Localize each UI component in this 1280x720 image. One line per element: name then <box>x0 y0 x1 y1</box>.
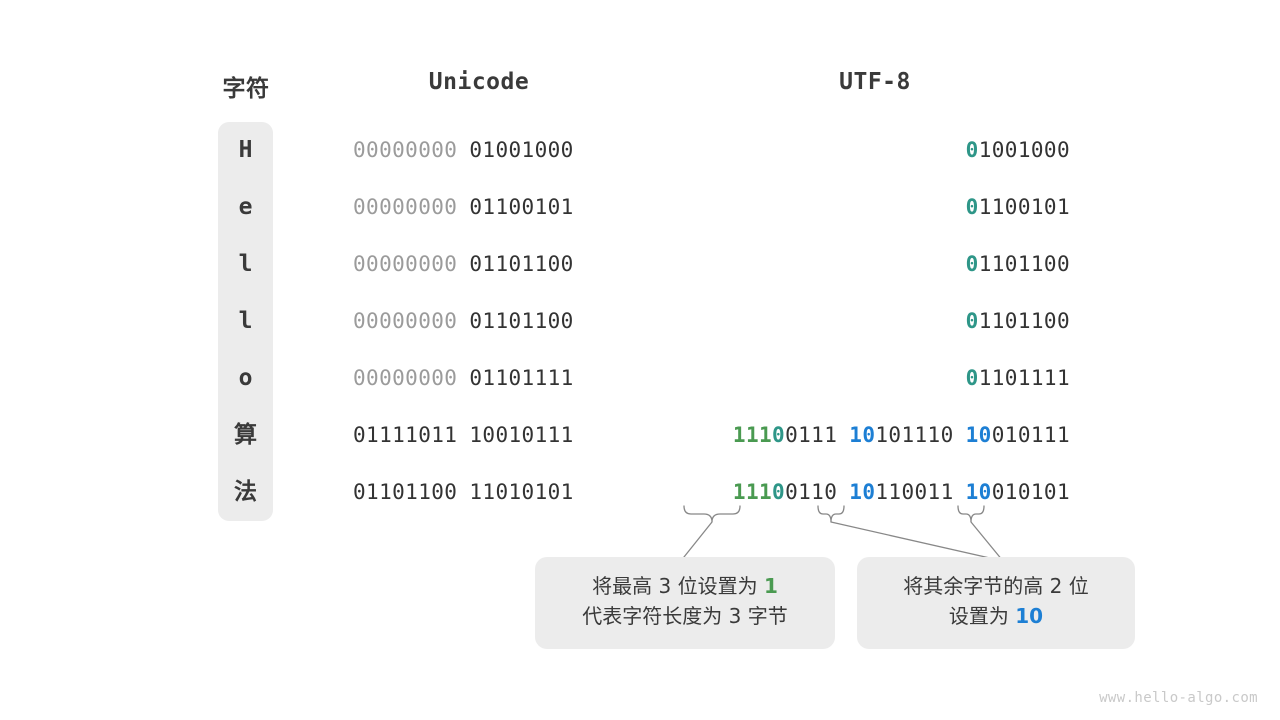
binary-segment-dark: 01100101 <box>469 195 574 219</box>
utf8-value: 01100101 <box>610 179 1070 236</box>
char-cell: o <box>238 365 253 391</box>
char-cell: 算 <box>234 422 257 448</box>
binary-segment-dark: 11010101 <box>469 480 574 504</box>
char-cell: H <box>238 137 253 163</box>
leader-line-right <box>970 521 1004 562</box>
unicode-value: 00000000 01101100 <box>353 293 605 350</box>
callout-left-line1-text: 将最高 3 位设置为 <box>592 574 764 598</box>
char-cell: e <box>238 194 253 220</box>
unicode-value: 00000000 01100101 <box>353 179 605 236</box>
binary-segment-dark: 01101100 <box>469 309 574 333</box>
utf8-value: 01001000 <box>610 122 1070 179</box>
binary-segment-dim: 00000000 <box>353 252 458 276</box>
binary-segment-dark: 01111011 <box>353 423 458 447</box>
binary-segment-dark: 0111 <box>785 423 838 447</box>
unicode-value: 00000000 01001000 <box>353 122 605 179</box>
binary-segment-dark: 01001000 <box>469 138 574 162</box>
char-column-panel <box>218 122 273 521</box>
callout-right-highlight: 10 <box>1015 604 1044 628</box>
binary-segment-dark: 01101111 <box>469 366 574 390</box>
callout-left-line2: 代表字符长度为 3 字节 <box>582 604 788 628</box>
binary-segment-blue: 10 <box>849 480 876 504</box>
binary-segment-blue: 10 <box>965 480 992 504</box>
unicode-value: 01111011 10010111 <box>353 407 605 464</box>
binary-segment-dim: 00000000 <box>353 138 458 162</box>
binary-segment-dark: 0110 <box>785 480 838 504</box>
binary-segment-teal: 0 <box>965 309 979 333</box>
column-header-utf8: UTF-8 <box>839 69 911 95</box>
utf8-value: 01101100 <box>610 236 1070 293</box>
binary-segment-dim: 00000000 <box>353 366 458 390</box>
unicode-value: 01101100 11010101 <box>353 464 605 521</box>
binary-segment-dark: 010111 <box>991 423 1070 447</box>
binary-segment-green: 111 <box>732 423 773 447</box>
unicode-value: 00000000 01101100 <box>353 236 605 293</box>
binary-segment-dark: 101110 <box>875 423 954 447</box>
binary-segment-teal: 0 <box>965 252 979 276</box>
binary-segment-dark: 01101100 <box>469 252 574 276</box>
callout-continuation-bytes: 将其余字节的高 2 位 设置为 10 <box>857 557 1135 649</box>
binary-segment-dark: 1001000 <box>978 138 1070 162</box>
utf8-value: 01101111 <box>610 350 1070 407</box>
callout-right-line2: 设置为 10 <box>857 601 1135 631</box>
binary-segment-teal: 0 <box>965 195 979 219</box>
unicode-value: 00000000 01101111 <box>353 350 605 407</box>
callout-left-highlight: 1 <box>763 574 778 598</box>
binary-segment-dim: 00000000 <box>353 195 458 219</box>
binary-segment-dark: 1101100 <box>978 252 1070 276</box>
utf8-value: 01101100 <box>610 293 1070 350</box>
char-cell: l <box>238 308 253 334</box>
binary-segment-teal: 0 <box>772 423 786 447</box>
binary-segment-dark: 110011 <box>875 480 954 504</box>
callout-first-byte: 将最高 3 位设置为 1 代表字符长度为 3 字节 <box>535 557 835 649</box>
binary-segment-teal: 0 <box>772 480 786 504</box>
column-header-unicode: Unicode <box>428 69 530 95</box>
binary-segment-green: 111 <box>732 480 773 504</box>
callout-right-line1: 将其余字节的高 2 位 <box>903 574 1089 598</box>
char-cell: l <box>238 251 253 277</box>
binary-segment-teal: 0 <box>965 138 979 162</box>
char-cell: 法 <box>234 479 257 505</box>
binary-segment-dark: 1101100 <box>978 309 1070 333</box>
column-header-char: 字符 <box>222 76 270 102</box>
binary-segment-blue: 10 <box>965 423 992 447</box>
binary-segment-dark: 10010111 <box>469 423 574 447</box>
callout-right-line2-text: 设置为 <box>948 604 1016 628</box>
leader-line-left <box>679 521 713 563</box>
binary-segment-dim: 00000000 <box>353 309 458 333</box>
binary-segment-dark: 01101100 <box>353 480 458 504</box>
callout-left-line1: 将最高 3 位设置为 1 <box>535 571 835 601</box>
leader-line-middle <box>830 521 1004 562</box>
binary-segment-dark: 010101 <box>991 480 1070 504</box>
binary-segment-blue: 10 <box>849 423 876 447</box>
binary-segment-dark: 1100101 <box>978 195 1070 219</box>
binary-segment-teal: 0 <box>965 366 979 390</box>
binary-segment-dark: 1101111 <box>978 366 1070 390</box>
watermark: www.hello-algo.com <box>1099 690 1258 706</box>
